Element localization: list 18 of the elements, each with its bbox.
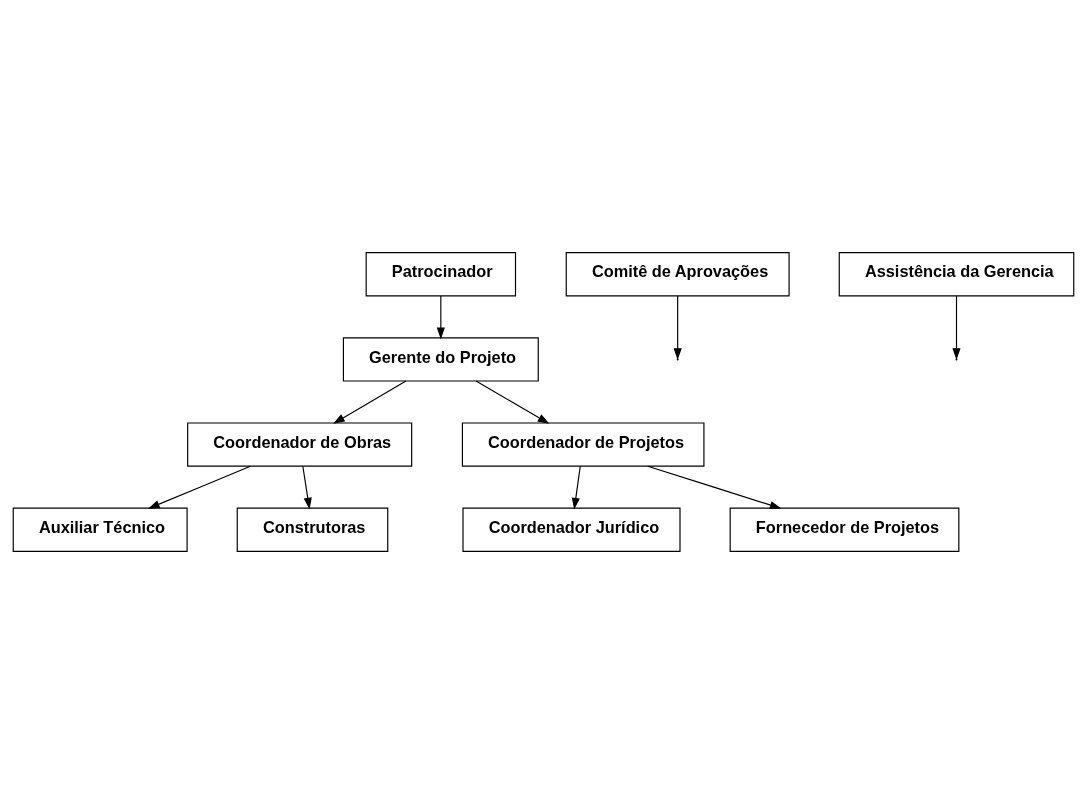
node-box: Construtoras	[236, 507, 389, 552]
node-box: Coordenador de Obras	[187, 421, 413, 467]
node-box: Fornecedor de Projetos	[729, 507, 960, 552]
arrow	[647, 465, 782, 509]
node-box: Assistência da Gerencia	[838, 251, 1075, 296]
arrow	[147, 465, 251, 509]
node-box: Coordenador Jurídico	[462, 507, 681, 552]
arrow	[302, 465, 312, 509]
node-box: Coordenador de Projetos	[461, 421, 705, 467]
arrow	[571, 465, 581, 510]
node-box: Comitê de Aprovações	[565, 251, 790, 296]
arrow	[475, 379, 550, 424]
node-box: Patrocinador	[365, 251, 517, 296]
node-box: Auxiliar Técnico	[12, 507, 188, 552]
node-box: Gerente do Projeto	[342, 336, 539, 382]
arrow	[436, 294, 445, 339]
arrow	[333, 379, 407, 424]
arrow	[952, 294, 961, 360]
